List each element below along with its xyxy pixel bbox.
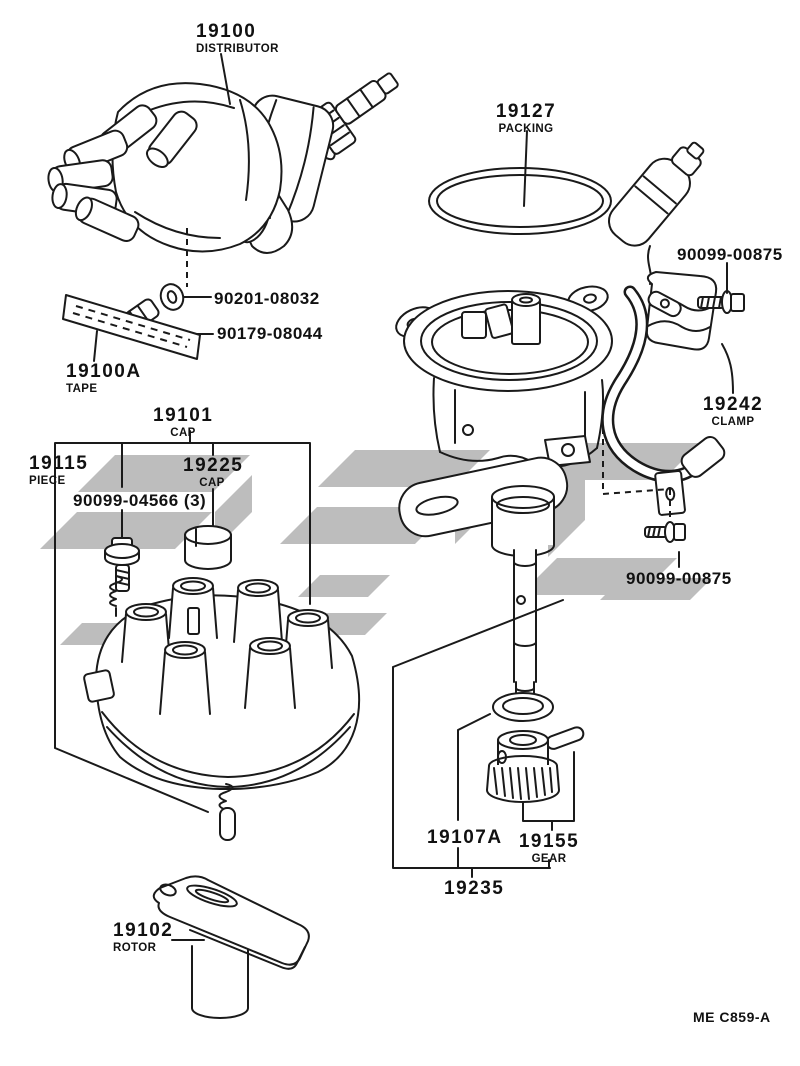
harness-drawing	[601, 285, 726, 518]
part-number: 19115	[29, 453, 89, 474]
part-number: 19100A	[66, 361, 142, 382]
shaft-oring-drawing	[492, 692, 554, 722]
drawing-code: ME C859-A	[693, 1009, 771, 1025]
part-number: 19127	[495, 101, 557, 122]
label-tape: 19100A TAPE	[66, 362, 142, 395]
main-body-drawing	[395, 285, 682, 703]
label-bolt-lower: 90099-00875	[626, 570, 732, 588]
label-bolt-04566: 90099-04566 (3)	[73, 492, 206, 510]
label-oring: 19107A	[427, 828, 503, 848]
label-grommet: 90201-08032	[214, 290, 320, 308]
part-name: DISTRIBUTOR	[196, 42, 279, 55]
cap-sub-drawing	[184, 525, 232, 570]
tape-drawing	[62, 294, 201, 362]
leader-19100	[220, 53, 231, 105]
drive-gear-drawing	[486, 726, 585, 803]
part-number: 19225	[183, 455, 244, 476]
part-number: 19107A	[427, 827, 503, 848]
part-number: 90179-08044	[217, 324, 323, 343]
part-name: CLAMP	[711, 415, 755, 428]
label-housing: 19235	[444, 879, 504, 899]
part-number: 19155	[518, 831, 580, 852]
part-name: GEAR	[531, 852, 567, 865]
part-name: PIECE	[29, 474, 66, 487]
part-number: 90099-04566 (3)	[73, 491, 207, 510]
label-bolt-top: 90099-00875	[677, 246, 783, 264]
bolt-top-drawing	[697, 262, 745, 314]
part-number: 90201-08032	[214, 289, 320, 308]
part-number: 90099-00875	[626, 569, 732, 588]
label-packing: 19127 PACKING	[492, 102, 560, 135]
bolt-lower-drawing	[644, 521, 686, 568]
bracket-housing-group	[392, 599, 575, 878]
rotor-drawing	[152, 875, 310, 1019]
bracket-cap-group	[54, 430, 311, 813]
label-gear: 19155 GEAR	[518, 832, 580, 865]
packing-ring-drawing	[428, 167, 612, 235]
part-number: 19242	[702, 394, 764, 415]
cap-drawing	[83, 575, 361, 791]
bolt-04566-drawing	[104, 537, 140, 592]
label-piece: 19115 PIECE	[29, 454, 88, 487]
part-number: 19102	[113, 920, 174, 941]
label-bolt-08044: 90179-08044	[217, 325, 323, 343]
piece-drawing	[218, 783, 236, 841]
part-number: 19101	[153, 405, 214, 426]
clamp-drawing	[645, 271, 734, 394]
part-number: 19100	[196, 21, 257, 42]
distributor-assembly-drawing	[47, 72, 399, 287]
part-name: PACKING	[498, 122, 554, 135]
label-rotor: 19102 ROTOR	[113, 921, 173, 954]
part-name: ROTOR	[113, 941, 157, 954]
part-number: 90099-00875	[677, 245, 783, 264]
label-clamp: 19242 CLAMP	[700, 395, 766, 428]
part-name: CAP	[199, 476, 225, 489]
condenser-drawing	[608, 141, 705, 285]
part-name: TAPE	[66, 382, 98, 395]
label-distributor: 19100 DISTRIBUTOR	[196, 22, 279, 55]
part-number: 19235	[444, 878, 505, 899]
label-cap-assy: 19101 CAP	[153, 406, 213, 439]
grommet-drawing	[159, 283, 185, 311]
part-name: CAP	[170, 426, 196, 439]
label-cap-sub: 19225 CAP	[183, 455, 244, 489]
